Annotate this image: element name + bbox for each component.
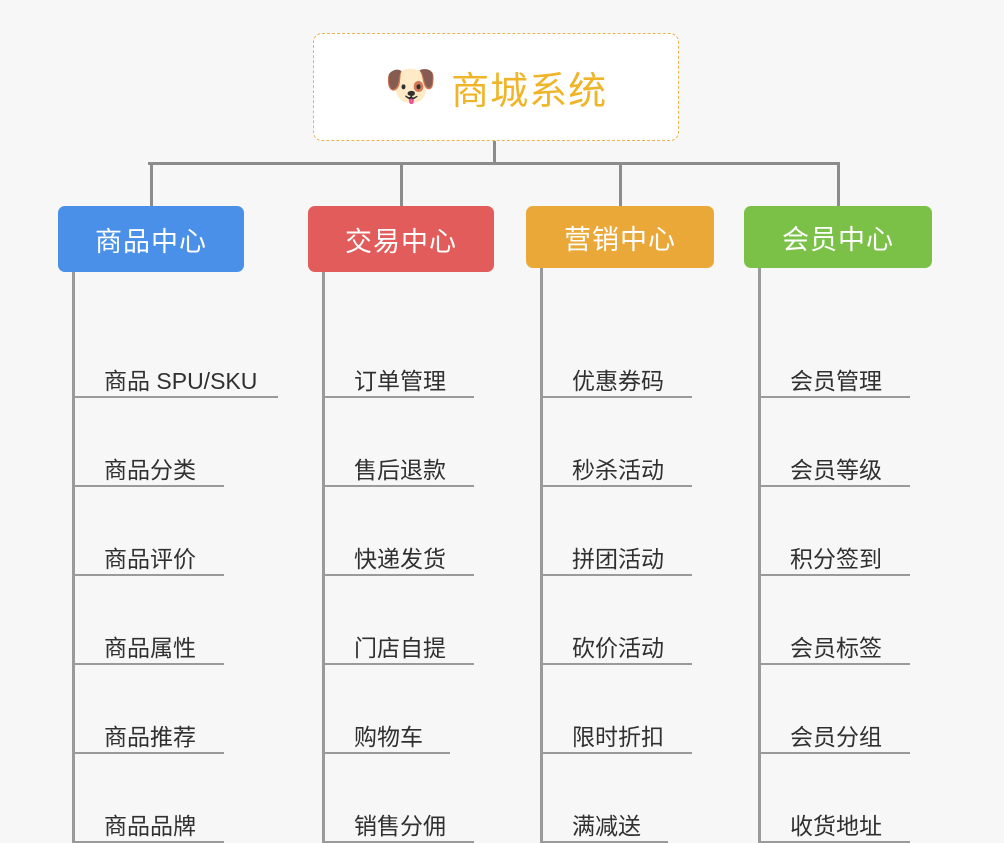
connector-drop-trade-center <box>400 162 403 206</box>
leaf-item[interactable]: 订单管理 <box>322 352 474 398</box>
leaf-item-label: 商品分类 <box>104 457 196 483</box>
leaf-item[interactable]: 购物车 <box>322 708 450 754</box>
leaf-item-label: 商品评价 <box>104 546 196 572</box>
leaf-item[interactable]: 销售分佣 <box>322 797 474 843</box>
category-header-trade-center[interactable]: 交易中心 <box>308 206 494 272</box>
leaf-item-label: 积分签到 <box>790 546 882 572</box>
leaf-item[interactable]: 拼团活动 <box>540 530 692 576</box>
trunk-line-member-center <box>758 268 761 843</box>
leaf-item[interactable]: 满减送 <box>540 797 668 843</box>
root-node-title: 商城系统 <box>451 70 608 113</box>
leaf-item-label: 购物车 <box>354 724 423 750</box>
leaf-item[interactable]: 商品属性 <box>72 619 224 665</box>
connector-drop-member-center <box>837 162 840 206</box>
leaf-item[interactable]: 会员分组 <box>758 708 910 754</box>
leaf-item-label: 会员等级 <box>790 457 882 483</box>
category-header-label: 商品中心 <box>95 226 207 257</box>
leaf-item[interactable]: 售后退款 <box>322 441 474 487</box>
leaf-item-label: 商品品牌 <box>104 813 196 839</box>
category-header-member-center[interactable]: 会员中心 <box>744 206 932 268</box>
leaf-item[interactable]: 限时折扣 <box>540 708 692 754</box>
leaf-item[interactable]: 会员管理 <box>758 352 910 398</box>
leaf-item-label: 砍价活动 <box>572 635 664 661</box>
leaf-item[interactable]: 商品推荐 <box>72 708 224 754</box>
shiba-dog-face-icon: 🐶 <box>384 62 438 109</box>
leaf-item-label: 会员管理 <box>790 368 882 394</box>
leaf-item[interactable]: 积分签到 <box>758 530 910 576</box>
connector-root-stem <box>493 141 496 165</box>
leaf-item-label: 订单管理 <box>354 368 446 394</box>
category-header-label: 交易中心 <box>345 226 457 257</box>
leaf-item-label: 秒杀活动 <box>572 457 664 483</box>
leaf-item[interactable]: 砍价活动 <box>540 619 692 665</box>
trunk-line-marketing-center <box>540 268 543 843</box>
leaf-item-label: 快递发货 <box>354 546 446 572</box>
leaf-item-label: 优惠券码 <box>572 368 664 394</box>
root-node-mall-system[interactable]: 🐶 商城系统 <box>313 33 679 141</box>
leaf-item-label: 会员标签 <box>790 635 882 661</box>
leaf-item[interactable]: 会员等级 <box>758 441 910 487</box>
leaf-item-label: 商品推荐 <box>104 724 196 750</box>
trunk-line-trade-center <box>322 272 325 843</box>
leaf-item[interactable]: 门店自提 <box>322 619 474 665</box>
leaf-item-label: 商品 SPU/SKU <box>104 368 258 394</box>
connector-drop-product-center <box>150 162 153 206</box>
leaf-item[interactable]: 会员标签 <box>758 619 910 665</box>
leaf-item[interactable]: 商品品牌 <box>72 797 224 843</box>
leaf-item-label: 满减送 <box>572 813 641 839</box>
leaf-item-label: 售后退款 <box>354 457 446 483</box>
leaf-item-label: 限时折扣 <box>572 724 664 750</box>
connector-horizontal-bus <box>148 162 838 165</box>
category-header-label: 会员中心 <box>782 224 894 255</box>
leaf-item[interactable]: 商品评价 <box>72 530 224 576</box>
category-header-marketing-center[interactable]: 营销中心 <box>526 206 714 268</box>
leaf-item[interactable]: 秒杀活动 <box>540 441 692 487</box>
leaf-item-label: 收货地址 <box>790 813 882 839</box>
leaf-item-label: 商品属性 <box>104 635 196 661</box>
leaf-item-label: 会员分组 <box>790 724 882 750</box>
leaf-item-label: 销售分佣 <box>354 813 446 839</box>
leaf-item[interactable]: 快递发货 <box>322 530 474 576</box>
connector-drop-marketing-center <box>619 162 622 206</box>
category-header-label: 营销中心 <box>564 224 676 255</box>
leaf-item[interactable]: 商品分类 <box>72 441 224 487</box>
leaf-item[interactable]: 收货地址 <box>758 797 910 843</box>
leaf-item[interactable]: 优惠券码 <box>540 352 692 398</box>
leaf-item-label: 门店自提 <box>354 635 446 661</box>
trunk-line-product-center <box>72 272 75 843</box>
leaf-item-label: 拼团活动 <box>572 546 664 572</box>
leaf-item[interactable]: 商品 SPU/SKU <box>72 352 278 398</box>
category-header-product-center[interactable]: 商品中心 <box>58 206 244 272</box>
